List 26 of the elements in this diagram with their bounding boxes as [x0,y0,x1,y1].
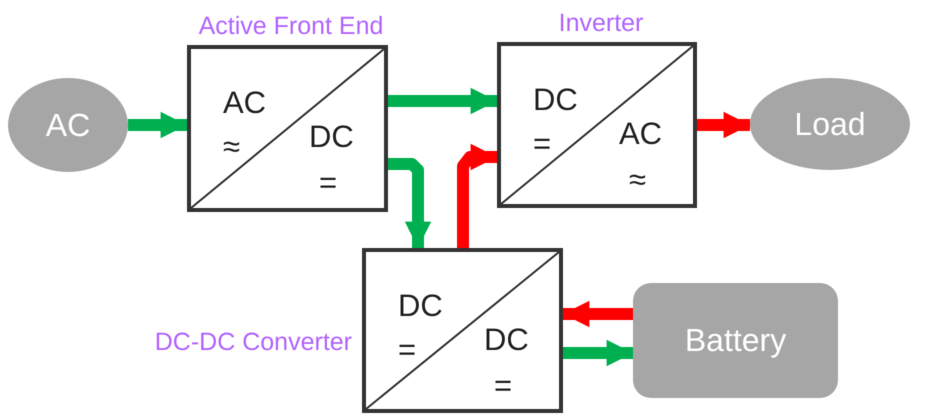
node-label: Battery [684,322,786,359]
flow-arrow [128,112,187,138]
node-label: Load [794,106,866,142]
type-label: DC [309,121,354,152]
type-label: AC [619,118,662,149]
type-label: DC [484,324,529,355]
flow-arrow [697,112,750,138]
flow-arrow [563,300,633,328]
node-label: AC [46,106,90,144]
flow-arrow [388,158,432,248]
type-label: AC [223,87,266,118]
symbol-label: ≈ [629,164,646,195]
flow-arrow [388,88,497,114]
block-title: Inverter [558,11,644,36]
type-label: DC [398,290,443,321]
flow-arrow [563,340,633,366]
symbol-label: = [319,167,338,198]
symbol-label: ≈ [223,131,240,162]
block-title: DC-DC Converter [154,330,352,355]
type-label: DC [533,84,578,115]
symbol-label: = [494,370,512,401]
flow-arrow [457,144,497,248]
rounded-box [633,283,838,398]
symbol-label: = [533,128,552,159]
symbol-label: = [398,334,416,365]
block-title: Active Front End [198,14,384,39]
